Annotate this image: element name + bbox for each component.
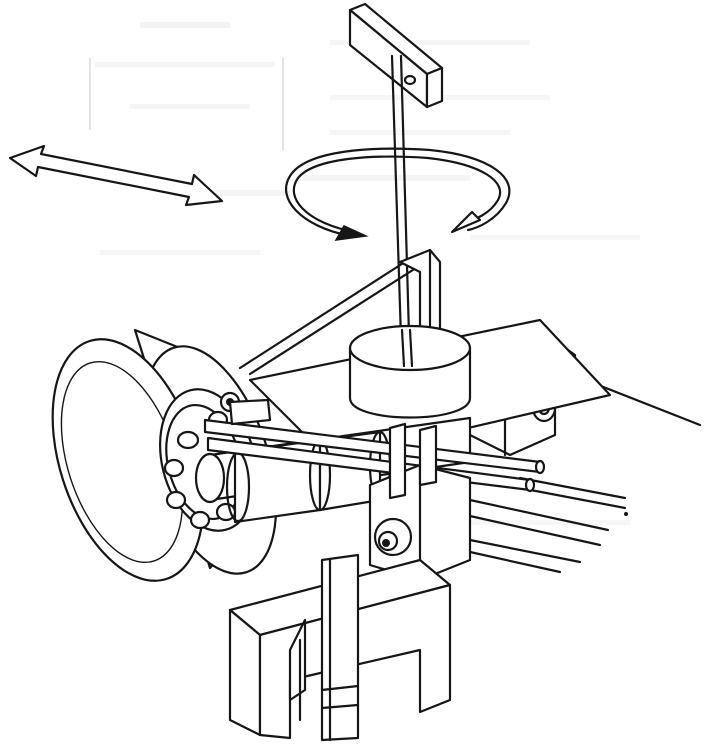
handle-block <box>348 2 444 109</box>
rotation-arrow-icon <box>284 147 511 241</box>
cylinder-cup <box>348 324 472 419</box>
vertical-post <box>320 553 360 742</box>
vertical-rod <box>390 54 412 372</box>
right-rods <box>468 368 702 574</box>
carriage-block <box>368 422 472 582</box>
double-headed-arrow-icon <box>8 144 224 207</box>
